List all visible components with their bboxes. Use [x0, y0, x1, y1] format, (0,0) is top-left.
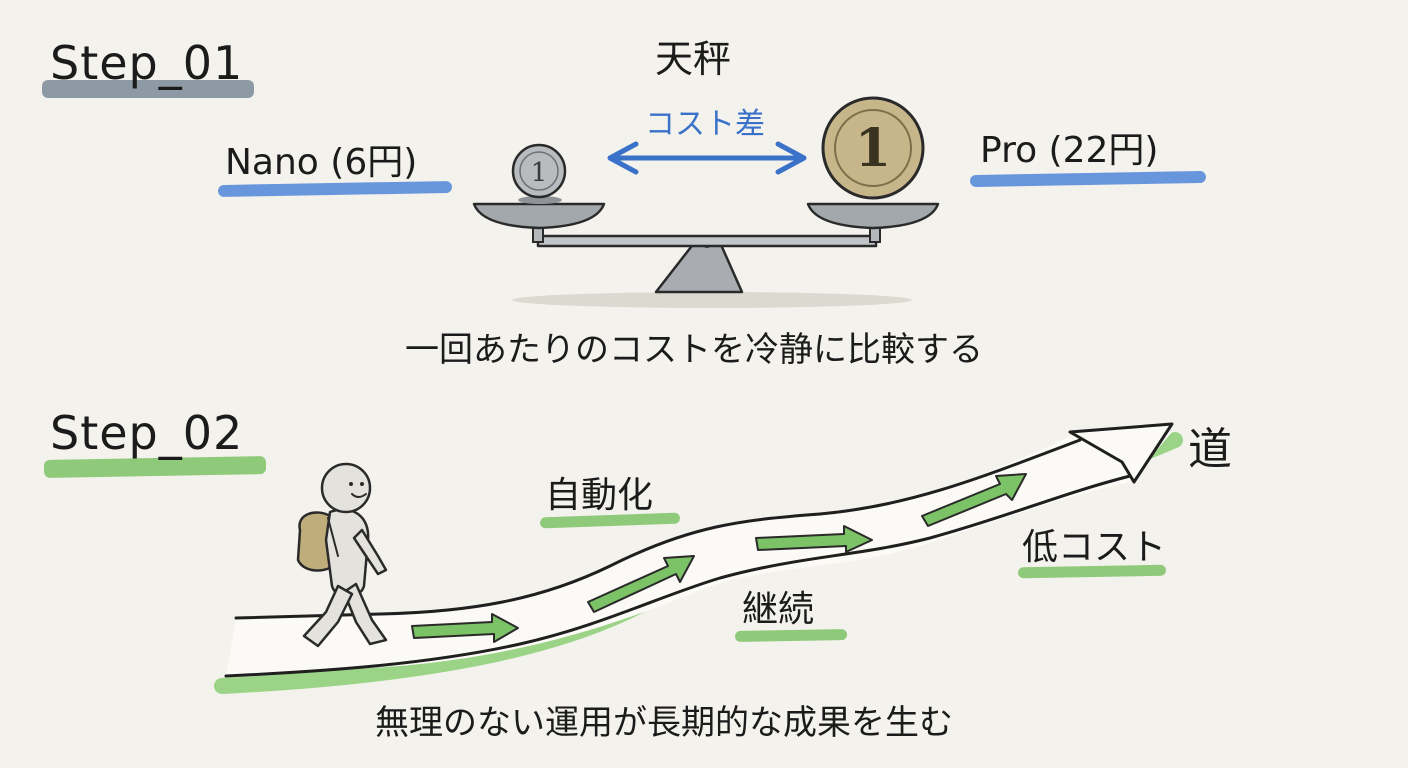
- person-eye-2: [360, 482, 364, 486]
- left-pan: [472, 202, 606, 230]
- progress-arrow-1: [411, 613, 519, 643]
- low-cost-label: 低コスト: [1022, 527, 1167, 568]
- continuation-label: 継続: [742, 589, 815, 630]
- balance-title: 天秤: [655, 37, 732, 81]
- automation-label: 自動化: [545, 475, 654, 516]
- progress-arrows: [411, 473, 1027, 643]
- person-body: [324, 508, 370, 598]
- scale-shadow: [512, 292, 912, 308]
- road-top-edge: [234, 438, 1082, 620]
- small-coin-shadow: [518, 196, 562, 204]
- pro-price-label: Pro (22円): [980, 130, 1159, 171]
- large-coin-digit: 1: [855, 118, 891, 179]
- small-coin-digit: 1: [531, 158, 548, 188]
- goal-road-label: 道: [1188, 424, 1232, 475]
- cost-difference-label: コスト差: [645, 107, 765, 142]
- person-head: [320, 462, 372, 514]
- step1-label-highlight: [42, 80, 254, 98]
- step1-label: Step_01: [50, 36, 244, 90]
- person-arm: [352, 528, 388, 576]
- large-coin: [821, 96, 925, 200]
- nano-price-label: Nano (6円): [225, 142, 418, 183]
- right-pan: [806, 202, 940, 230]
- person-smile: [351, 493, 367, 498]
- progress-arrow-2: [587, 555, 695, 613]
- road-arrow-head: [1068, 422, 1174, 484]
- step2-caption: 無理のない運用が長期的な成果を生む: [375, 703, 953, 743]
- step2-label: Step_02: [50, 406, 244, 460]
- person-eye-1: [349, 482, 353, 486]
- step1-caption: 一回あたりのコストを冷静に比較する: [405, 330, 983, 370]
- person-back-leg: [302, 584, 354, 648]
- cost-diff-arrow: [607, 141, 807, 175]
- walking-person: [296, 462, 388, 648]
- road-bottom-edge: [224, 474, 1132, 678]
- progress-arrow-3: [755, 525, 873, 553]
- progress-arrow-4: [921, 473, 1027, 527]
- continuation-highlight: [734, 629, 848, 642]
